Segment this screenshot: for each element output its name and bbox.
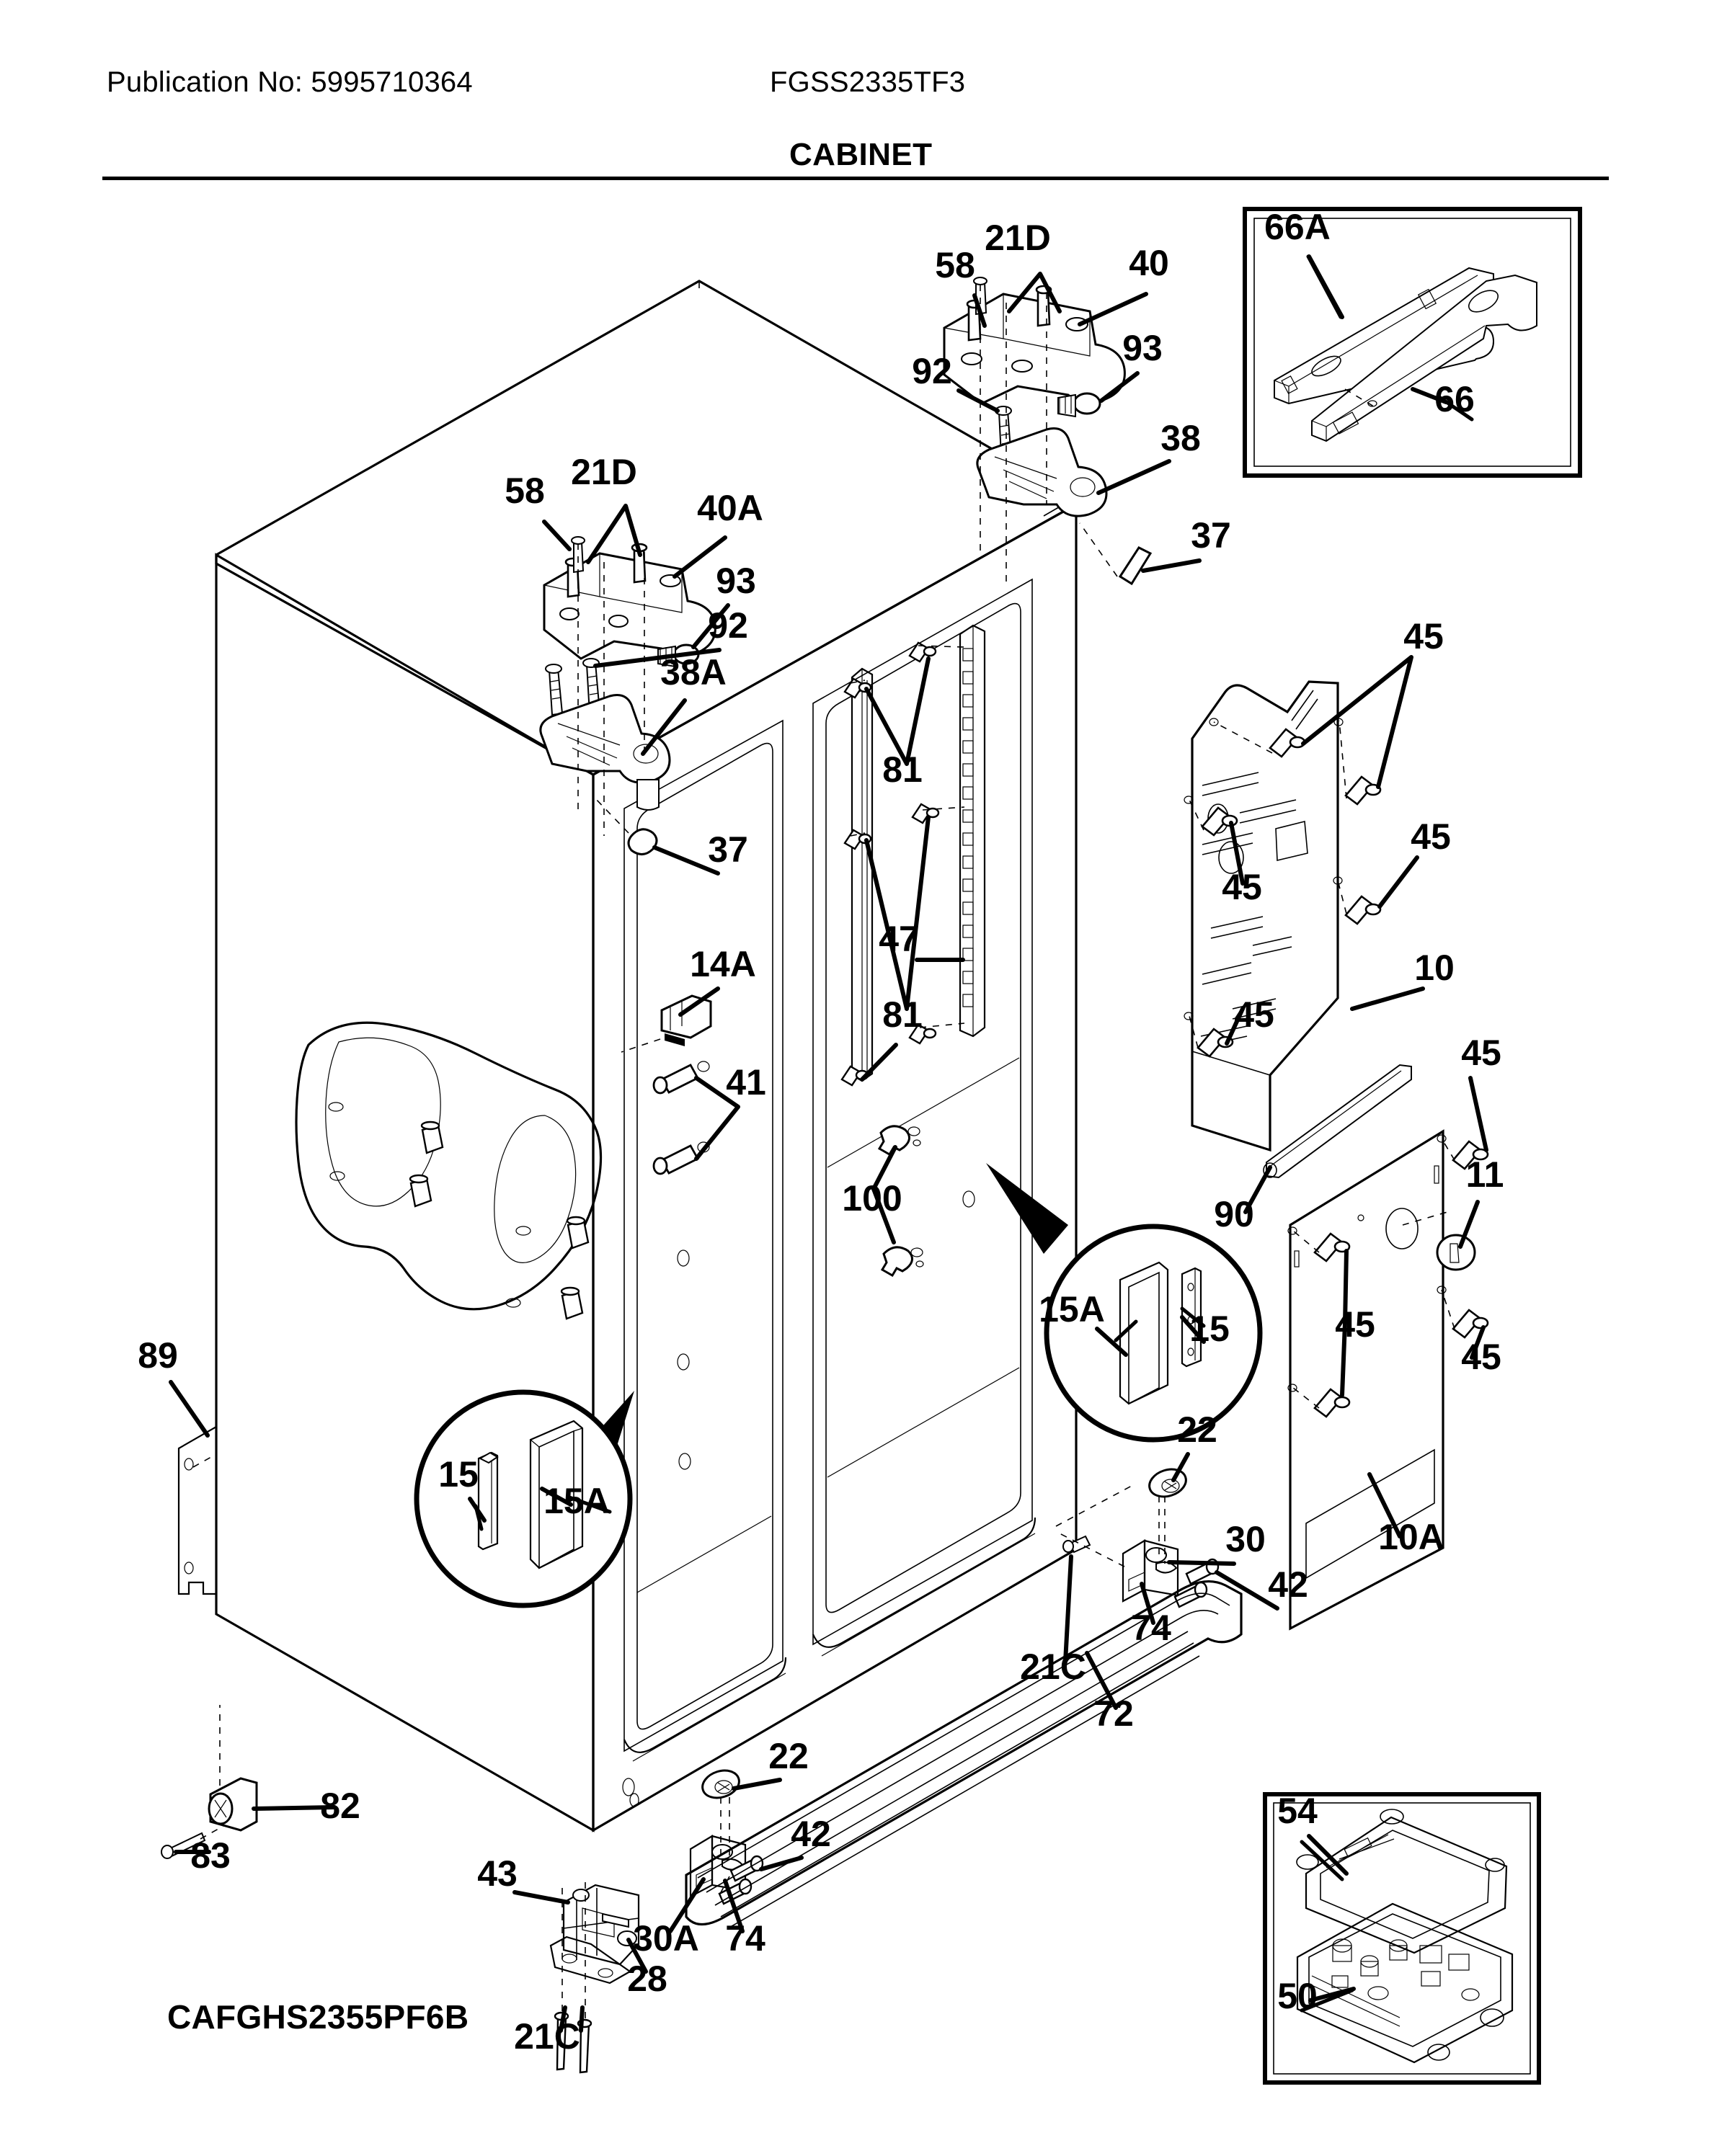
inset-control-board bbox=[1263, 1792, 1541, 2085]
page-title: CABINET bbox=[789, 137, 933, 172]
part-callout-15A: 15A bbox=[1039, 1289, 1105, 1329]
part-callout-43: 43 bbox=[477, 1853, 518, 1894]
part-callout-21C: 21C bbox=[514, 2016, 580, 2057]
part-callout-40: 40 bbox=[1129, 243, 1169, 283]
part-callout-38: 38 bbox=[1160, 418, 1201, 458]
leader-lines bbox=[169, 254, 1488, 2033]
part-callout-11: 11 bbox=[1466, 1154, 1504, 1195]
inset-detail-right bbox=[986, 1163, 1263, 1443]
part-callout-30A: 30A bbox=[633, 1918, 699, 1959]
part-callout-37: 37 bbox=[708, 829, 748, 870]
top-right-hinge-assembly bbox=[943, 277, 1126, 584]
part-callout-100: 100 bbox=[842, 1178, 902, 1219]
inset-detail-left bbox=[414, 1389, 634, 1608]
top-left-hinge-assembly bbox=[539, 536, 716, 836]
part-callout-45: 45 bbox=[1411, 816, 1451, 857]
part-callout-14A: 14A bbox=[690, 944, 756, 984]
door-gasket-part bbox=[295, 1021, 603, 1320]
cabinet-body bbox=[215, 280, 1078, 1832]
roller-82-pin-83 bbox=[161, 1705, 258, 1859]
part-callout-50: 50 bbox=[1277, 1976, 1318, 2016]
part-callout-15: 15 bbox=[1189, 1309, 1230, 1349]
shelf-rails-47-81 bbox=[840, 624, 986, 1087]
inset-drawer-rail bbox=[1243, 207, 1582, 478]
part-callout-21D: 21D bbox=[571, 452, 637, 492]
plug-22-left bbox=[701, 1769, 740, 1799]
part-callout-37: 37 bbox=[1191, 515, 1231, 556]
part-callout-38A: 38A bbox=[660, 652, 727, 692]
part-callout-92: 92 bbox=[708, 605, 748, 646]
part-callout-45: 45 bbox=[1234, 994, 1274, 1035]
part-callout-54: 54 bbox=[1277, 1791, 1318, 1831]
part-callout-72: 72 bbox=[1093, 1693, 1134, 1734]
part-callout-81: 81 bbox=[882, 994, 923, 1035]
plug-22-right bbox=[1148, 1468, 1187, 1498]
right-side-panel-10 bbox=[1184, 680, 1382, 1152]
part-callout-58: 58 bbox=[935, 245, 975, 285]
part-callout-66: 66 bbox=[1434, 379, 1475, 419]
plug-93 bbox=[1057, 392, 1101, 418]
part-callout-74: 74 bbox=[725, 1918, 765, 1959]
part-callout-58: 58 bbox=[505, 471, 545, 511]
part-callout-82: 82 bbox=[320, 1786, 360, 1826]
part-callout-42: 42 bbox=[791, 1814, 831, 1854]
part-callout-93: 93 bbox=[716, 561, 756, 601]
rail-90 bbox=[1263, 1064, 1412, 1179]
cabinet-bottom-trim bbox=[622, 1517, 1037, 1807]
part-callout-92: 92 bbox=[912, 351, 952, 391]
part-callout-22: 22 bbox=[768, 1736, 809, 1776]
part-callout-66A: 66A bbox=[1264, 207, 1331, 247]
part-callout-47: 47 bbox=[879, 919, 919, 959]
model-code-label: CAFGHS2355PF6B bbox=[167, 1998, 469, 2036]
part-callout-22: 22 bbox=[1177, 1409, 1217, 1450]
part-callout-15A: 15A bbox=[543, 1481, 610, 1521]
part-callout-10A: 10A bbox=[1378, 1517, 1444, 1557]
header-divider bbox=[102, 177, 1609, 180]
part-callout-45: 45 bbox=[1461, 1033, 1501, 1073]
part-callout-30: 30 bbox=[1225, 1519, 1266, 1559]
bracket-89 bbox=[177, 1425, 218, 1595]
cabinet-front-liners bbox=[623, 578, 1033, 1752]
part-callout-45: 45 bbox=[1461, 1337, 1501, 1377]
part-callout-10: 10 bbox=[1414, 948, 1455, 988]
part-callout-45: 45 bbox=[1403, 616, 1444, 656]
pushpins-100 bbox=[877, 1125, 924, 1278]
publication-number: Publication No: 5995710364 bbox=[107, 66, 473, 98]
part-callout-93: 93 bbox=[1122, 328, 1163, 368]
part-callout-21C: 21C bbox=[1020, 1647, 1086, 1687]
part-callout-15: 15 bbox=[438, 1454, 479, 1494]
part-callout-41: 41 bbox=[726, 1062, 766, 1102]
part-callout-45: 45 bbox=[1335, 1304, 1375, 1345]
grommet-11 bbox=[1436, 1234, 1476, 1271]
lower-right-panel-10A bbox=[1287, 1129, 1489, 1631]
part-callout-81: 81 bbox=[882, 749, 923, 790]
part-callout-74: 74 bbox=[1131, 1608, 1171, 1648]
part-callout-90: 90 bbox=[1214, 1194, 1254, 1234]
bottom-right-hinge-30 bbox=[1055, 1468, 1220, 1608]
part-callout-45: 45 bbox=[1222, 867, 1262, 907]
part-callout-21D: 21D bbox=[985, 218, 1051, 258]
part-callout-40A: 40A bbox=[697, 488, 763, 528]
part-callout-83: 83 bbox=[190, 1835, 231, 1876]
misc-front-parts bbox=[593, 522, 1153, 1470]
part-callout-28: 28 bbox=[627, 1959, 667, 1999]
part-callout-42: 42 bbox=[1268, 1564, 1308, 1605]
part-callout-89: 89 bbox=[138, 1335, 178, 1376]
model-number: FGSS2335TF3 bbox=[770, 66, 966, 98]
